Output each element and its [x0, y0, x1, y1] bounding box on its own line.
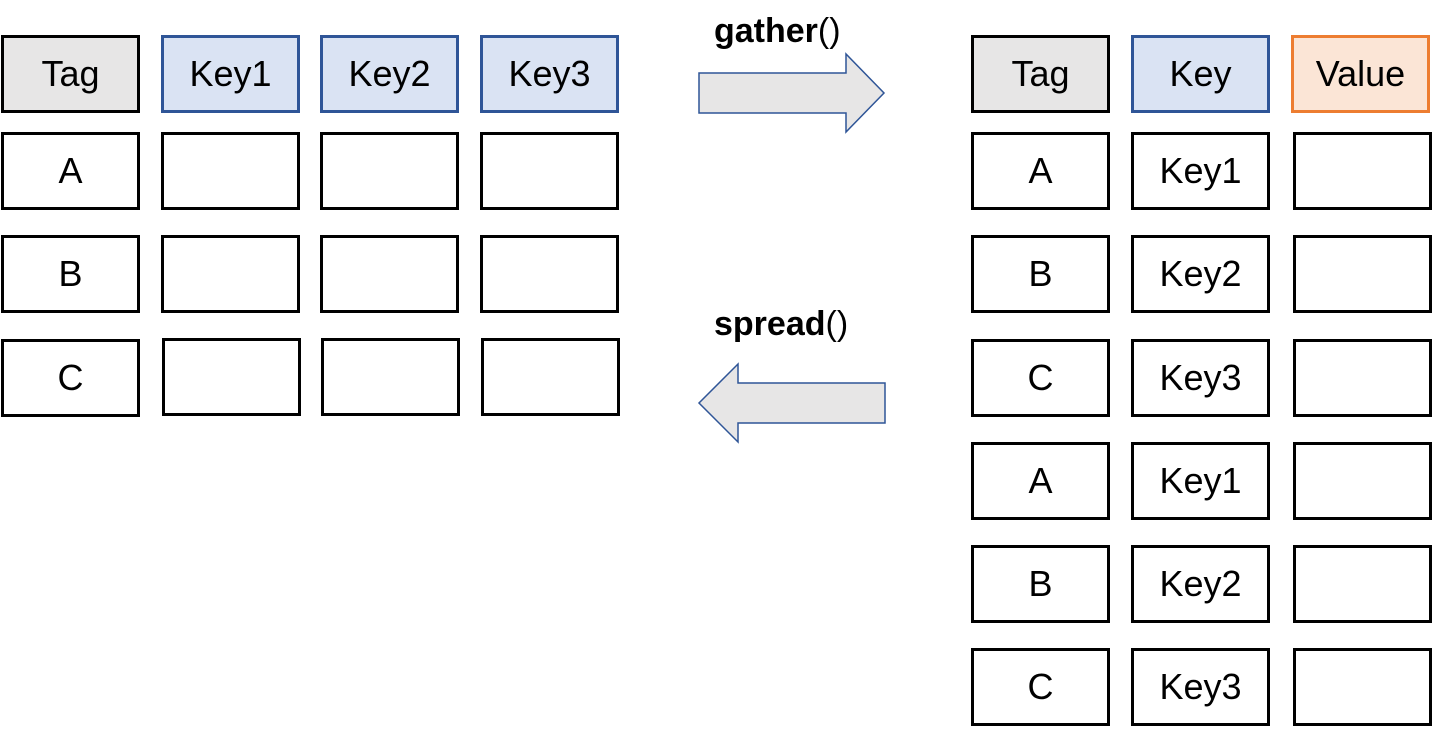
- spread-parens: (): [825, 305, 849, 343]
- left-arrow-icon: [697, 362, 886, 444]
- wide-cell-value: [480, 132, 619, 210]
- long-header-key: Key: [1131, 35, 1270, 113]
- gather-function-name: gather: [714, 12, 818, 50]
- long-cell-tag: A: [971, 132, 1110, 210]
- long-cell-value: [1293, 442, 1432, 520]
- long-cell-tag: B: [971, 235, 1110, 313]
- wide-cell-value: [481, 338, 620, 416]
- long-header-value: Value: [1291, 35, 1430, 113]
- gather-parens: (): [817, 12, 841, 50]
- wide-header-tag: Tag: [1, 35, 140, 113]
- wide-cell-tag: A: [1, 132, 140, 210]
- long-cell-value: [1293, 339, 1432, 417]
- long-cell-key: Key3: [1131, 648, 1270, 726]
- long-cell-tag: B: [971, 545, 1110, 623]
- spread-function-name: spread: [714, 305, 826, 343]
- wide-cell-tag: B: [1, 235, 140, 313]
- wide-header-key1: Key1: [161, 35, 300, 113]
- wide-cell-value: [320, 235, 459, 313]
- gather-label: gather(): [714, 12, 841, 51]
- wide-cell-value: [161, 235, 300, 313]
- wide-cell-value: [162, 338, 301, 416]
- long-cell-tag: C: [971, 648, 1110, 726]
- long-cell-key: Key1: [1131, 442, 1270, 520]
- spread-label: spread(): [714, 305, 848, 344]
- wide-cell-value: [320, 132, 459, 210]
- long-cell-key: Key2: [1131, 545, 1270, 623]
- long-cell-value: [1293, 648, 1432, 726]
- long-cell-value: [1293, 545, 1432, 623]
- long-cell-value: [1293, 132, 1432, 210]
- long-cell-tag: A: [971, 442, 1110, 520]
- long-cell-value: [1293, 235, 1432, 313]
- long-cell-key: Key2: [1131, 235, 1270, 313]
- wide-header-key3: Key3: [480, 35, 619, 113]
- long-cell-key: Key1: [1131, 132, 1270, 210]
- long-cell-key: Key3: [1131, 339, 1270, 417]
- long-cell-tag: C: [971, 339, 1110, 417]
- wide-cell-value: [161, 132, 300, 210]
- wide-cell-value: [321, 338, 460, 416]
- wide-cell-tag: C: [1, 339, 140, 417]
- wide-cell-value: [480, 235, 619, 313]
- wide-header-key2: Key2: [320, 35, 459, 113]
- long-header-tag: Tag: [971, 35, 1110, 113]
- right-arrow-icon: [698, 52, 886, 134]
